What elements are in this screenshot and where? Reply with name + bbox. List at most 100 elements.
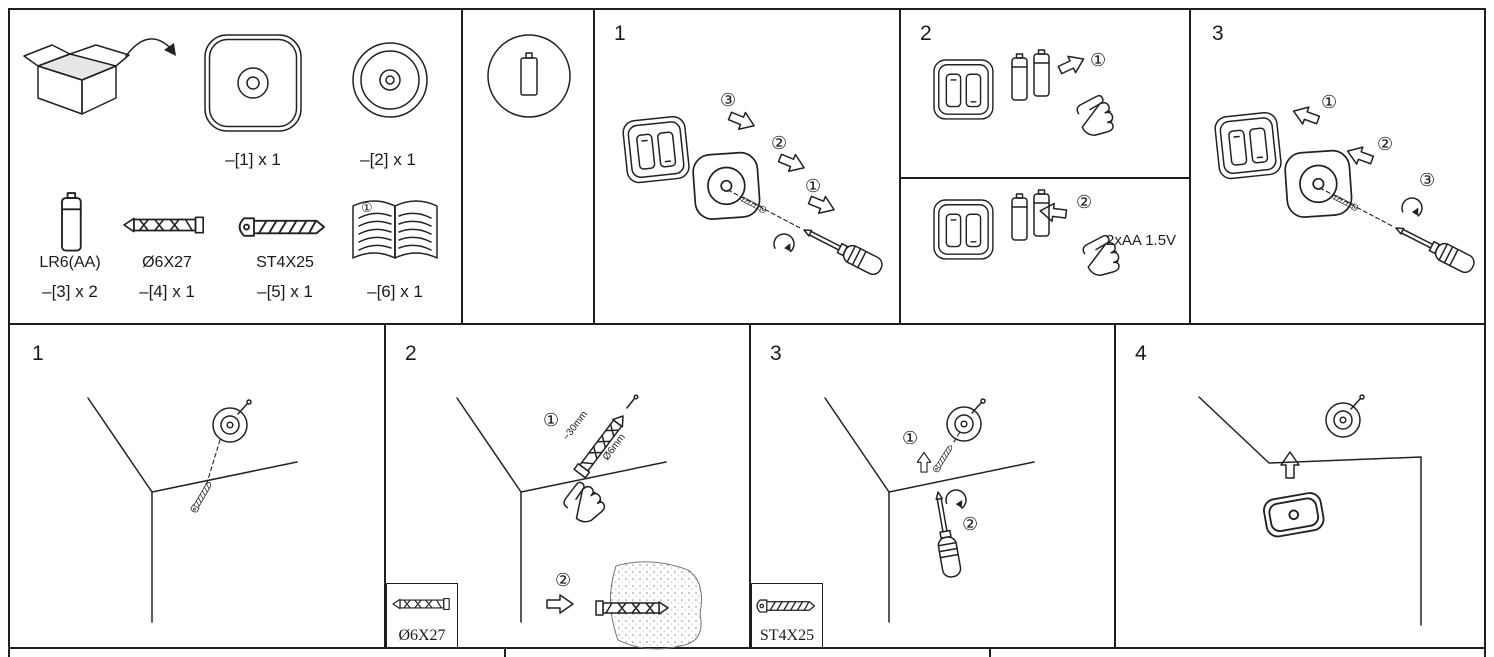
screw-icon [932, 443, 955, 474]
wall-anchor-icon [123, 216, 205, 234]
device-top-icon [1263, 492, 1325, 538]
wall-corner-icon [87, 397, 298, 623]
rotate-arrow-icon [1400, 195, 1425, 218]
callout-3: ③ [720, 90, 737, 110]
anchor-inset-label: Ø6X27 [398, 627, 446, 644]
part-5-name: ST4X25 [256, 254, 314, 271]
device-back-icon [933, 59, 994, 120]
rotate-arrow-icon [943, 486, 970, 510]
wall-corner-icon [824, 397, 1035, 623]
step-number: 3 [770, 342, 782, 365]
part-3-name: LR6(AA) [39, 254, 101, 271]
pilot-pin-icon [626, 398, 635, 409]
device-back-icon [621, 114, 691, 185]
top-divider-2 [593, 8, 595, 325]
part-1-qty: –[1] x 1 [225, 150, 281, 169]
pilot-pin-head [633, 394, 639, 400]
part-4-qty: –[4] x 1 [139, 282, 195, 301]
screw-icon [756, 599, 816, 613]
step-number: 1 [614, 22, 626, 45]
wall-corner-icon [1198, 396, 1422, 626]
battery-icon [61, 192, 82, 252]
frame-right-line [1484, 8, 1486, 657]
part-4-name: Ø6X27 [142, 254, 192, 271]
row-divider-line [8, 323, 1486, 325]
part-3-qty: –[3] x 2 [42, 282, 98, 301]
callout-2: ② [1377, 134, 1394, 154]
battery-icon [1033, 189, 1050, 237]
hand-hold-icon [558, 476, 609, 528]
parts-list-panel: ① –[1] x 1 –[2] x 1 LR6(AA) Ø6X27 ST4X25… [8, 8, 462, 324]
alignment-dash-line [205, 439, 221, 487]
screwdriver-icon [1391, 219, 1478, 276]
device-back-icon [933, 199, 994, 260]
mount-plate-icon [946, 398, 986, 442]
anchor-inset-box: Ø6X27 [386, 583, 458, 648]
part-5-qty: –[5] x 1 [257, 282, 313, 301]
direction-arrow-1-icon [916, 451, 932, 473]
rotate-arrow-icon [772, 231, 797, 253]
top-step-2-panel: 2 ① ② 2xAA 1.5V [900, 8, 1190, 324]
bottom-divider-2 [749, 323, 751, 649]
next-row-divider-2 [989, 647, 991, 657]
top-divider-4 [1189, 8, 1191, 325]
manual-page-mark: ① [361, 200, 373, 215]
callout-2: ② [771, 133, 788, 153]
mount-plate-icon [1283, 148, 1354, 220]
callout-1: ① [1090, 50, 1107, 70]
mount-plate-icon [352, 42, 428, 118]
screwdriver-icon [799, 221, 886, 278]
step2-sub-divider [899, 177, 1191, 179]
bottom-step-3-panel: 3 ① ② ST4X25 [750, 324, 1115, 648]
battery-icon [1011, 193, 1028, 241]
frame-top-line [8, 8, 1486, 10]
screw-icon [189, 480, 214, 514]
screw-inset-label: ST4X25 [759, 627, 815, 644]
mount-plate-icon [691, 150, 762, 222]
top-divider-1 [461, 8, 463, 325]
step-number: 2 [920, 22, 932, 45]
bottom-step-2-panel: 2 ① ~30mm Ø6mm ② Ø6X27 [385, 324, 750, 650]
callout-1: ① [902, 428, 919, 448]
screw-inset-box: ST4X25 [751, 583, 823, 648]
step-number: 3 [1212, 22, 1224, 45]
callout-1: ① [543, 410, 560, 430]
bottom-divider-3 [1114, 323, 1116, 649]
part-6-qty: –[6] x 1 [367, 282, 423, 301]
battery-badge-panel [462, 8, 594, 324]
top-step-3-panel: 3 ① ② ③ [1190, 8, 1486, 324]
callout-1: ① [805, 176, 822, 196]
direction-arrow-3-icon [725, 106, 759, 135]
alignment-dash-line [1319, 187, 1395, 228]
unboxing-icon [23, 38, 176, 115]
mount-plate-icon [1325, 394, 1365, 438]
top-step-1-panel: 1 ③ ② ① [594, 8, 900, 324]
hand-press-icon [1074, 92, 1117, 139]
direction-arrow-1-icon [1289, 101, 1322, 130]
callout-2: ② [555, 570, 572, 590]
step-number: 2 [405, 342, 417, 365]
screw-icon [238, 217, 325, 237]
step-number: 4 [1135, 342, 1147, 365]
callout-3: ③ [1419, 170, 1436, 190]
alignment-dash-line [727, 189, 803, 230]
battery-icon [1033, 49, 1050, 97]
battery-circle-icon [487, 34, 571, 118]
frame-left-line [8, 8, 10, 657]
step-number: 1 [32, 342, 44, 365]
callout-2: ② [962, 514, 979, 534]
device-back-icon [1213, 110, 1283, 181]
wall-anchor-icon [392, 597, 450, 611]
direction-arrow-2-icon [1038, 201, 1068, 224]
device-front-icon [204, 34, 302, 132]
bottom-step-1-panel: 1 [8, 324, 385, 648]
inserted-anchor-icon [595, 600, 669, 616]
callout-1: ① [1321, 92, 1338, 112]
top-divider-3 [899, 8, 901, 325]
wall-section-icon [595, 561, 702, 650]
bottom-step-4-panel: 4 [1115, 324, 1486, 648]
alignment-dash-line [953, 429, 962, 443]
mount-plate-icon [212, 399, 252, 443]
battery-spec-label: 2xAA 1.5V [1106, 232, 1177, 249]
